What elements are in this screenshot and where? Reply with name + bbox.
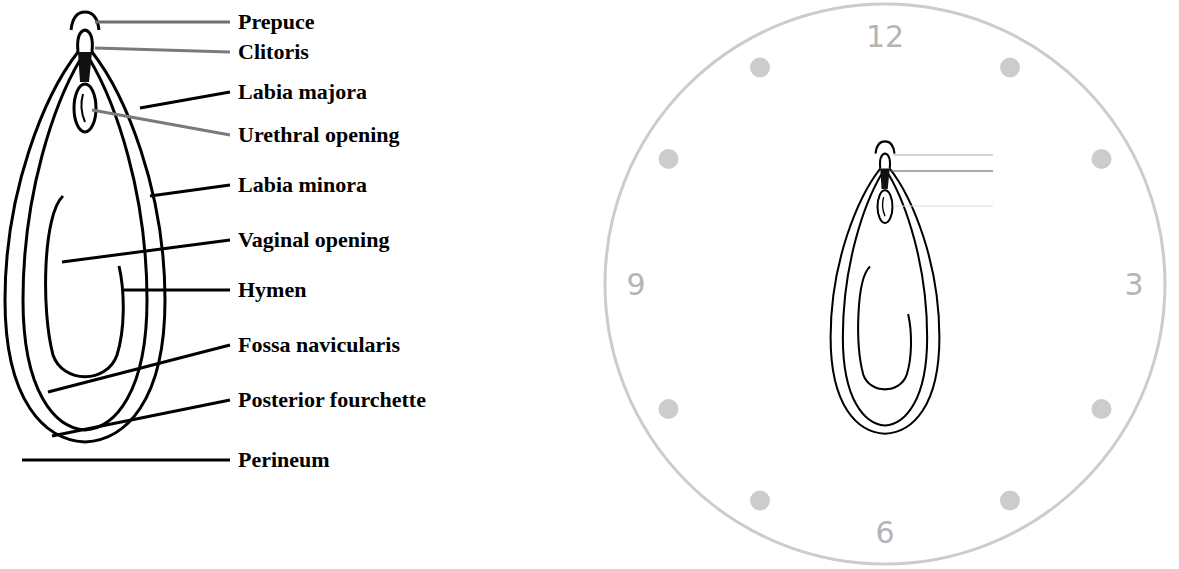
part-label: Posterior fourchette	[238, 387, 426, 413]
part-label: Prepuce	[238, 9, 315, 35]
part-label: Clitoris	[238, 39, 309, 65]
part-label: Urethral opening	[238, 122, 400, 148]
part-label: Labia majora	[238, 79, 367, 105]
clock-number: 12	[866, 19, 904, 54]
clock-number: 6	[875, 515, 894, 550]
part-label: Hymen	[238, 277, 306, 303]
part-label: Vaginal opening	[238, 227, 389, 253]
part-label: Fossa navicularis	[238, 332, 400, 358]
clock-number: 9	[626, 267, 645, 302]
clock-number: 3	[1124, 267, 1143, 302]
part-label: Perineum	[238, 447, 330, 473]
part-label: Labia minora	[238, 172, 367, 198]
